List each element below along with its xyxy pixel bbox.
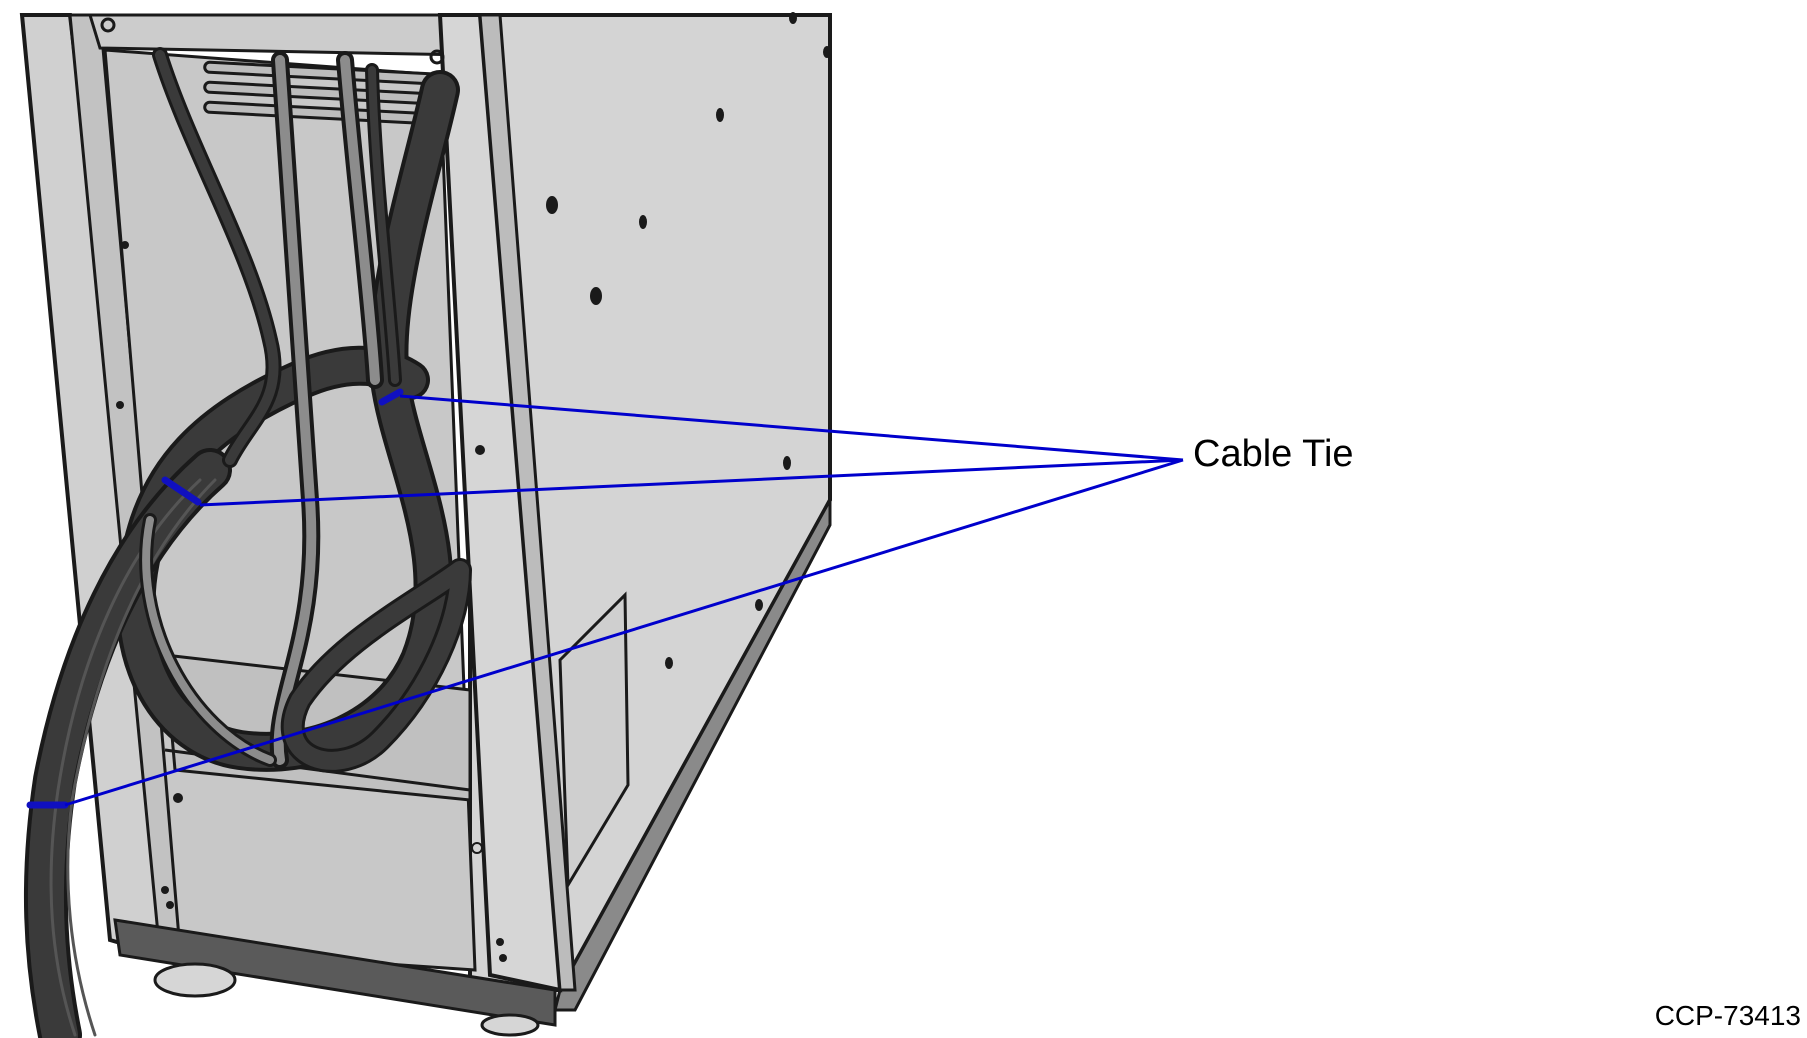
cable-bundle <box>23 47 472 1038</box>
cable-ties <box>26 388 404 809</box>
top-crossbar <box>87 13 472 57</box>
frame-holes <box>100 17 507 962</box>
callout-leader-lines <box>64 394 1184 807</box>
side-access-plate <box>558 591 630 891</box>
leader-line-bottom <box>64 458 1184 807</box>
cable-tie-callout-label: Cable Tie <box>1193 433 1354 475</box>
cable-tie-top <box>378 388 404 406</box>
cabinet-base <box>113 918 557 1027</box>
leader-line-top <box>399 394 1184 462</box>
figure-id-label: CCP-73413 <box>1654 1000 1801 1031</box>
vent-slots <box>203 60 446 126</box>
side-panel-holes <box>546 12 831 669</box>
caster-right <box>480 1013 540 1037</box>
right-post-inner-edge <box>478 13 577 992</box>
caster-left <box>153 962 237 998</box>
leader-line-middle <box>199 458 1184 507</box>
cable-tie-middle <box>161 476 202 506</box>
